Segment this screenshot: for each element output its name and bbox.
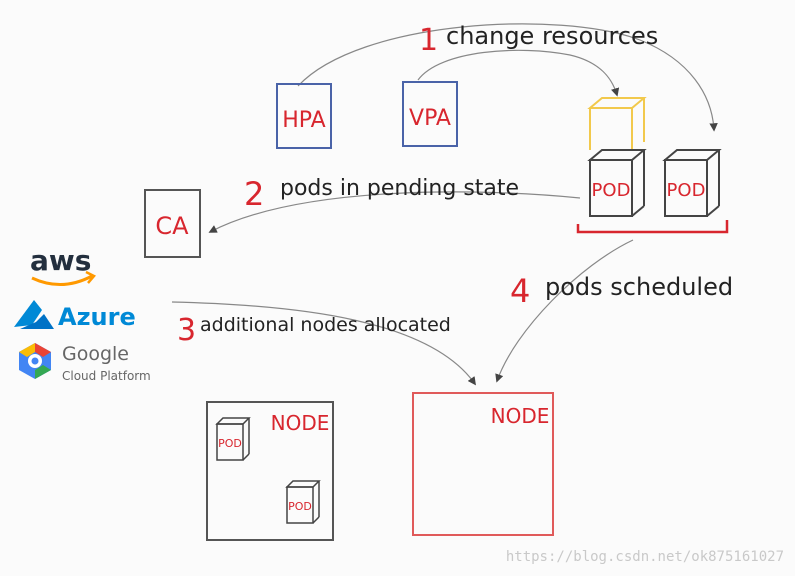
arrow-hpa-to-pod xyxy=(297,23,718,132)
svg-text:additional nodes allocated: additional nodes allocated xyxy=(200,314,451,336)
google-cloud-logo: Google Cloud Platform xyxy=(19,343,151,383)
azure-logo: Azure xyxy=(14,300,136,331)
node-pod-2: POD xyxy=(285,480,321,524)
vpa-resized-pod-outline xyxy=(587,97,647,150)
step-3-label: 3 additional nodes allocated xyxy=(177,313,451,348)
svg-text:HPA: HPA xyxy=(282,108,325,133)
azure-icon xyxy=(14,300,42,327)
pending-pod-2: POD xyxy=(662,149,722,217)
google-cloud-icon xyxy=(19,343,51,379)
arrow-vpa-to-pod xyxy=(417,49,620,97)
ca-box: CA xyxy=(144,189,201,258)
node-pod-1: POD xyxy=(215,417,251,461)
step-4-label: 4 pods scheduled xyxy=(510,272,733,310)
node-label: NODE xyxy=(271,411,330,435)
watermark: https://blog.csdn.net/ok875161027 xyxy=(506,549,784,565)
svg-text:4: 4 xyxy=(510,272,530,310)
step-2-label: 2 pods in pending state xyxy=(244,175,519,213)
svg-text:CA: CA xyxy=(155,212,189,240)
node-label: NODE xyxy=(491,404,550,428)
svg-text:3: 3 xyxy=(177,313,196,348)
svg-text:Google: Google xyxy=(62,343,129,365)
aws-logo: aws xyxy=(30,244,96,287)
svg-text:pods in pending state: pods in pending state xyxy=(280,176,519,201)
pending-pods-bracket xyxy=(576,220,729,234)
svg-text:VPA: VPA xyxy=(409,106,451,131)
arrow-pods-to-node xyxy=(495,239,634,383)
svg-text:aws: aws xyxy=(30,244,91,277)
vpa-box: VPA xyxy=(402,81,458,147)
pod-label: POD xyxy=(667,180,706,201)
existing-node: NODE POD POD xyxy=(206,401,334,541)
svg-text:2: 2 xyxy=(244,175,264,213)
svg-text:Cloud Platform: Cloud Platform xyxy=(62,369,151,383)
hpa-box: HPA xyxy=(276,83,332,149)
step-1-label: 1 change resources xyxy=(419,22,658,58)
pod-label: POD xyxy=(218,437,242,450)
pod-label: POD xyxy=(288,500,312,513)
arrow-pods-to-ca xyxy=(208,191,581,233)
pending-pod-1: POD xyxy=(587,149,647,217)
svg-text:Azure: Azure xyxy=(58,303,136,331)
new-node: NODE xyxy=(412,392,554,536)
arrow-ca-to-node xyxy=(171,301,476,386)
pod-label: POD xyxy=(592,180,631,201)
svg-text:change resources: change resources xyxy=(446,22,658,50)
svg-text:1: 1 xyxy=(419,23,438,58)
svg-text:pods scheduled: pods scheduled xyxy=(545,273,733,301)
